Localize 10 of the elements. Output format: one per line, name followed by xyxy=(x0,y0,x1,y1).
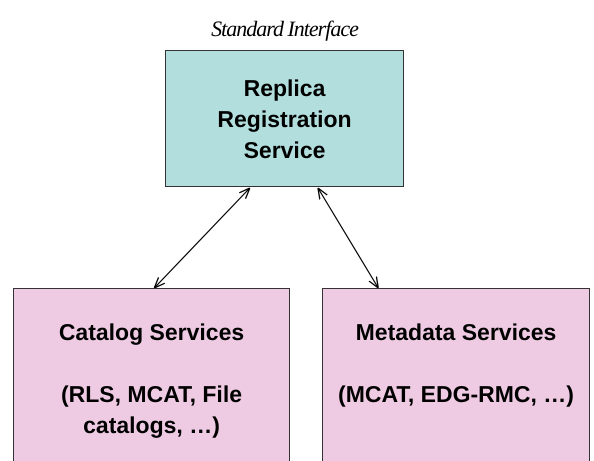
service-examples: (MCAT, EDG-RMC, …) xyxy=(338,380,574,409)
service-title: Catalog Services xyxy=(58,318,244,347)
double-arrow xyxy=(317,187,379,289)
service-title: Metadata Services xyxy=(356,318,556,347)
double-arrow xyxy=(154,187,250,289)
services-box xyxy=(322,288,590,461)
services-box xyxy=(13,288,290,461)
heading: Standard Interface xyxy=(210,15,360,43)
service-title: Replica Registration Service xyxy=(216,74,353,165)
service-examples: (RLS, MCAT, File catalogs, …) xyxy=(60,380,243,440)
